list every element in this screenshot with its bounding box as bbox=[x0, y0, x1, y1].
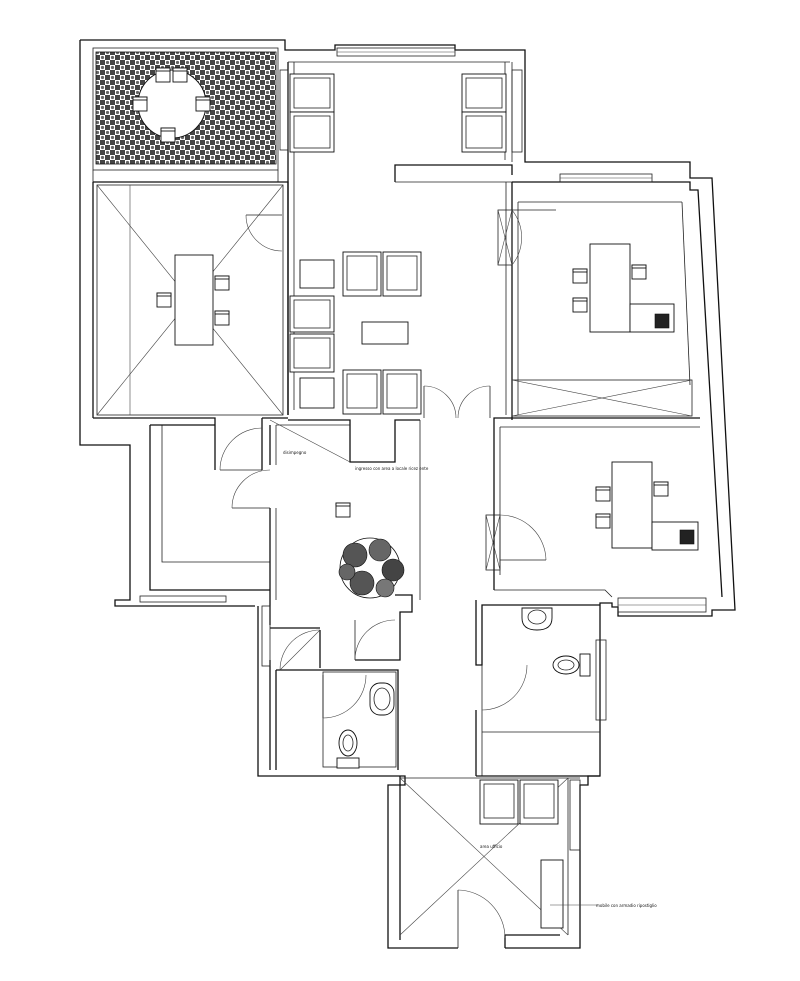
armchairs-top-left bbox=[289, 73, 335, 153]
waiting-chairs bbox=[289, 251, 422, 415]
furniture bbox=[156, 73, 699, 929]
label-cabinet: mobile con armadio ripostiglio bbox=[596, 903, 657, 908]
windows bbox=[139, 47, 707, 851]
label-main-annotation: ingresso con area a locale ricez ente bbox=[355, 466, 429, 471]
interior-walls bbox=[92, 61, 723, 940]
doors bbox=[219, 209, 556, 948]
room-labels: disimpegno ingresso con area a locale ri… bbox=[283, 450, 657, 908]
label-bottom-room: area ufficio bbox=[480, 844, 503, 849]
label-disimpegno: disimpegno bbox=[283, 450, 307, 455]
sanitary-fixtures bbox=[336, 607, 591, 769]
plant-icon bbox=[338, 537, 405, 599]
armchairs-top-right bbox=[461, 73, 507, 153]
tiled-terrace bbox=[95, 51, 277, 165]
